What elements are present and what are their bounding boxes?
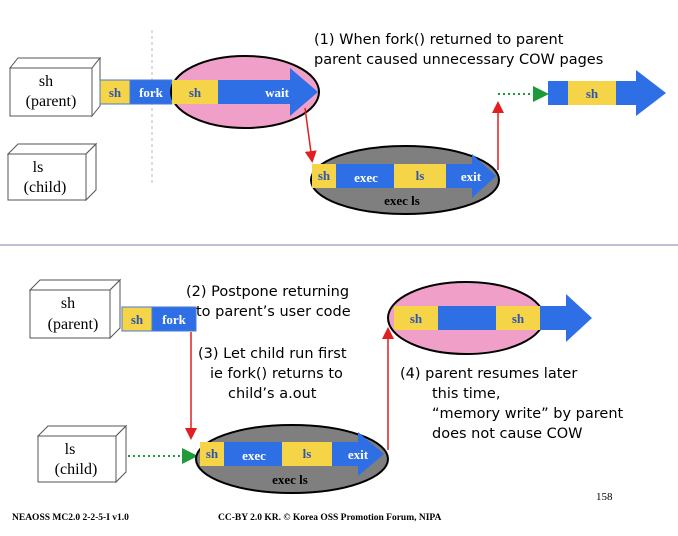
box-label: (parent) — [48, 316, 99, 333]
note-2-line-1: (2) Postpone returning — [186, 284, 349, 300]
child-exit-label: exit — [348, 447, 369, 462]
oval-wait-label: wait — [265, 85, 290, 100]
resume-sh-label: sh — [586, 86, 599, 101]
child-exec-label: exec — [354, 170, 378, 185]
box-label: sh — [61, 295, 75, 312]
child-exit-label: exit — [461, 169, 482, 184]
parent-oval-top: sh wait — [170, 55, 320, 129]
child-oval-top: sh exec ls exit exec ls — [310, 145, 500, 215]
child-caption: exec ls — [272, 472, 308, 487]
child-ls-label: ls — [303, 446, 312, 461]
child-caption: exec ls — [384, 193, 420, 208]
note-4-line-1: (4) parent resumes later — [400, 366, 577, 382]
note-3-line-3: child’s a.out — [228, 386, 317, 402]
box-label: (child) — [55, 461, 98, 478]
red-arrow-down-top — [304, 107, 317, 163]
child-sh-label: sh — [318, 168, 331, 183]
oval-sh-left-label: sh — [410, 311, 423, 326]
box-label: ls — [65, 441, 76, 458]
bar-fork-label: fork — [162, 312, 187, 327]
resume-sh-arrow-top: sh — [548, 70, 666, 116]
child-oval-bottom: sh exec ls exit exec ls — [195, 424, 389, 494]
sh-parent-box-top: sh (parent) — [8, 56, 102, 118]
sh-fork-bar-top: sh fork — [99, 79, 173, 105]
note-4-line-2: this time, — [432, 386, 500, 402]
note-2-line-2: to parent’s user code — [196, 304, 351, 320]
bar-sh-label: sh — [109, 85, 122, 100]
note-1-line-1: (1) When fork() returned to parent — [314, 32, 564, 48]
page-number: 158 — [596, 491, 613, 503]
ls-child-box-top: ls (child) — [6, 142, 98, 202]
note-3-line-1: (3) Let child run first — [198, 346, 347, 362]
footer-center: CC-BY 2.0 KR. © Korea OSS Promotion Foru… — [218, 512, 442, 523]
note-1-line-2: parent caused unnecessary COW pages — [314, 52, 603, 68]
child-exec-label: exec — [242, 448, 266, 463]
sh-fork-bar-bottom: sh fork — [121, 306, 197, 332]
ls-child-box-bottom: ls (child) — [36, 424, 128, 484]
child-sh-label: sh — [206, 446, 219, 461]
oval-sh-label: sh — [189, 85, 202, 100]
bar-sh-label: sh — [131, 312, 144, 327]
sh-parent-box-bottom: sh (parent) — [28, 278, 122, 340]
box-label: sh — [39, 73, 53, 90]
box-label: (parent) — [26, 93, 77, 110]
oval-sh-right-label: sh — [512, 311, 525, 326]
note-3-line-2: ie fork() returns to — [210, 366, 343, 382]
note-4-line-4: does not cause COW — [432, 426, 583, 442]
child-ls-label: ls — [416, 168, 425, 183]
footer-left: NEAOSS MC2.0 2-2-5-I v1.0 — [12, 513, 129, 523]
box-label: ls — [33, 159, 44, 176]
bar-fork-label: fork — [139, 85, 164, 100]
box-label: (child) — [24, 179, 67, 196]
parent-oval-bottom: sh sh — [387, 281, 592, 355]
note-4-line-3: “memory write” by parent — [432, 406, 624, 422]
